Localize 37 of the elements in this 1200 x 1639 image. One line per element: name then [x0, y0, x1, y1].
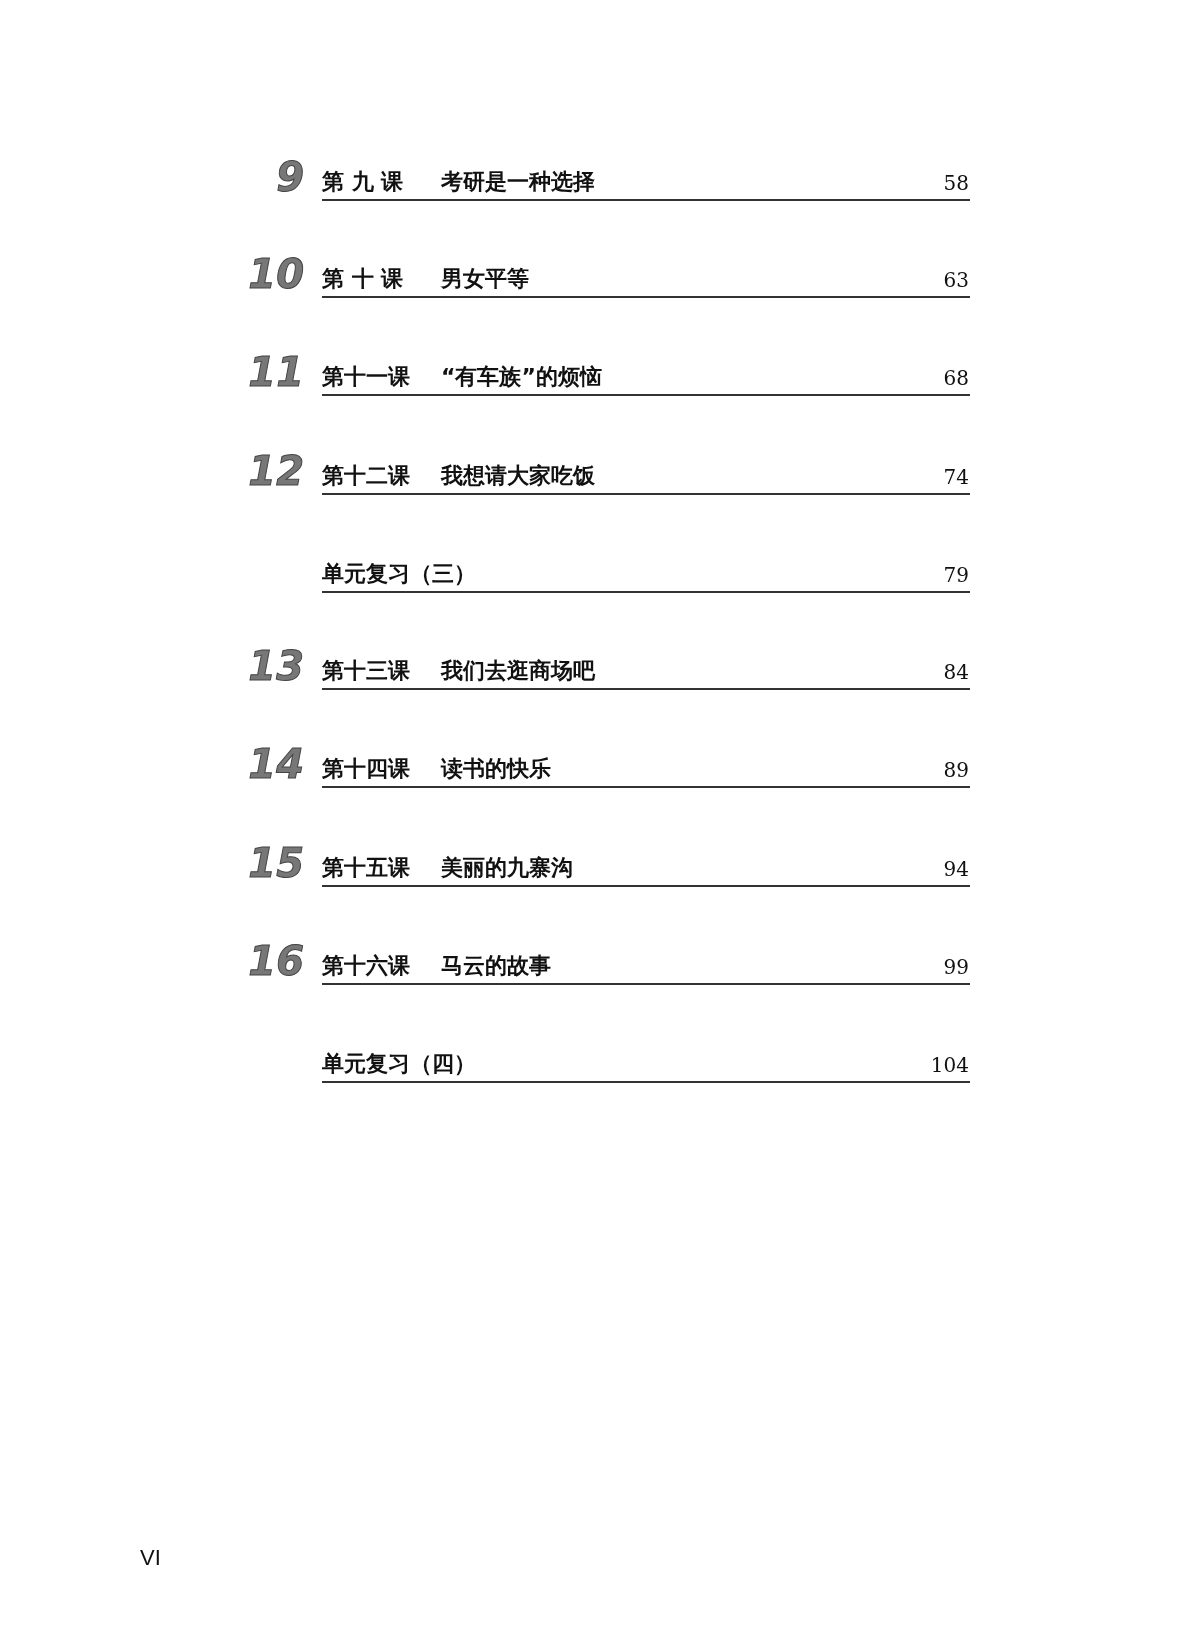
page-number: 94: [942, 859, 969, 879]
page-number: 74: [942, 467, 969, 487]
unit-review-title: 单元复习（三）: [322, 563, 476, 585]
lesson-number: 16: [247, 941, 304, 981]
page-number: 104: [929, 1055, 969, 1075]
lesson-number: 13: [247, 646, 304, 686]
lesson-label: 第十五课: [322, 857, 410, 879]
lesson-label: 第十三课: [322, 660, 410, 682]
page-footer-number: VI: [140, 1547, 161, 1569]
lesson-label: 第 九 课: [322, 171, 404, 193]
lesson-label: 第 十 课: [322, 268, 404, 290]
lesson-title: 美丽的九寨沟: [441, 857, 573, 879]
lesson-number: 15: [247, 843, 304, 883]
lesson-label: 第十二课: [322, 465, 410, 487]
page-number: 63: [942, 270, 969, 290]
lesson-number: 11: [247, 352, 304, 392]
lesson-title: 考研是一种选择: [441, 171, 595, 193]
page-number: 99: [942, 957, 969, 977]
lesson-number: 14: [247, 744, 304, 784]
lesson-number: 10: [247, 254, 304, 294]
lesson-number: 9: [275, 157, 304, 197]
lesson-title: 我想请大家吃饭: [441, 465, 595, 487]
lesson-title: 马云的故事: [441, 955, 551, 977]
lesson-title: 我们去逛商场吧: [441, 660, 595, 682]
page-number: 68: [942, 368, 969, 388]
lesson-label: 第十一课: [322, 366, 410, 388]
page-number: 79: [942, 565, 969, 585]
page-number: 58: [942, 173, 969, 193]
lesson-label: 第十六课: [322, 955, 410, 977]
page-number: 84: [942, 662, 969, 682]
lesson-title: “有车族”的烦恼: [441, 366, 602, 388]
lesson-title: 读书的快乐: [441, 758, 551, 780]
lesson-title: 男女平等: [441, 268, 529, 290]
lesson-label: 第十四课: [322, 758, 410, 780]
page-number: 89: [942, 760, 969, 780]
lesson-number: 12: [247, 451, 304, 491]
unit-review-title: 单元复习（四）: [322, 1053, 476, 1075]
